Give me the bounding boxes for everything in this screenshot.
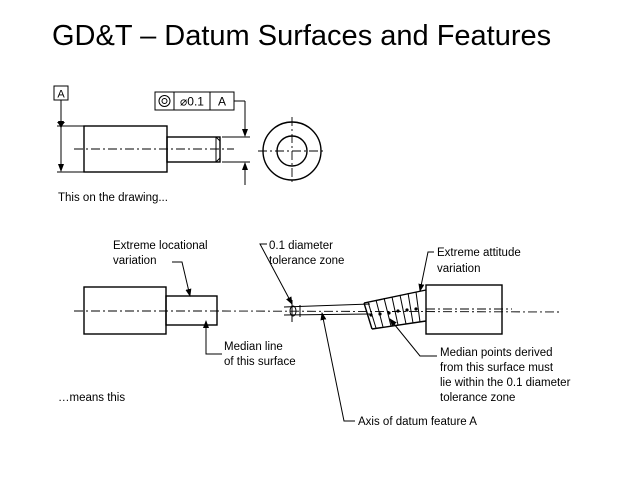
caption-drawing: This on the drawing...	[58, 192, 168, 204]
label-median-points-1: Median points derived	[440, 347, 553, 359]
label-median-points-3: lie within the 0.1 diameter	[440, 377, 571, 389]
label-median-points-4: tolerance zone	[440, 392, 515, 404]
leader-lines	[172, 243, 437, 422]
label-axis-datum: Axis of datum feature A	[358, 416, 477, 428]
label-tol-zone-2: tolerance zone	[269, 255, 344, 267]
part-side-view	[74, 125, 234, 173]
pin-dimension	[222, 114, 250, 185]
caption-means: …means this	[58, 392, 125, 404]
datum-a-identifier: A	[53, 85, 69, 127]
label-extreme-locational-1: Extreme locational	[113, 240, 208, 252]
label-extreme-attitude-1: Extreme attitude	[437, 247, 521, 259]
feature-control-frame: ⌀0.1 A	[154, 91, 246, 114]
label-extreme-locational-2: variation	[113, 255, 156, 267]
fcf-datum: A	[218, 95, 226, 109]
right-part	[363, 284, 512, 335]
slide-title: GD&T – Datum Surfaces and Features	[52, 20, 552, 52]
datum-a-dimension	[57, 121, 84, 173]
datum-axis-line	[221, 310, 561, 313]
label-median-line-2: of this surface	[224, 356, 296, 368]
part-end-view	[258, 117, 326, 185]
label-median-points-2: from this surface must	[440, 362, 554, 374]
label-median-line-1: Median line	[224, 341, 283, 353]
label-tol-zone-1: 0.1 diameter	[269, 240, 333, 252]
datum-a-letter: A	[57, 89, 65, 101]
concentricity-icon	[158, 95, 171, 107]
left-part	[74, 286, 222, 335]
label-extreme-attitude-2: variation	[437, 263, 480, 275]
fcf-tolerance: ⌀0.1	[180, 95, 204, 109]
tolerance-zone	[283, 300, 371, 322]
